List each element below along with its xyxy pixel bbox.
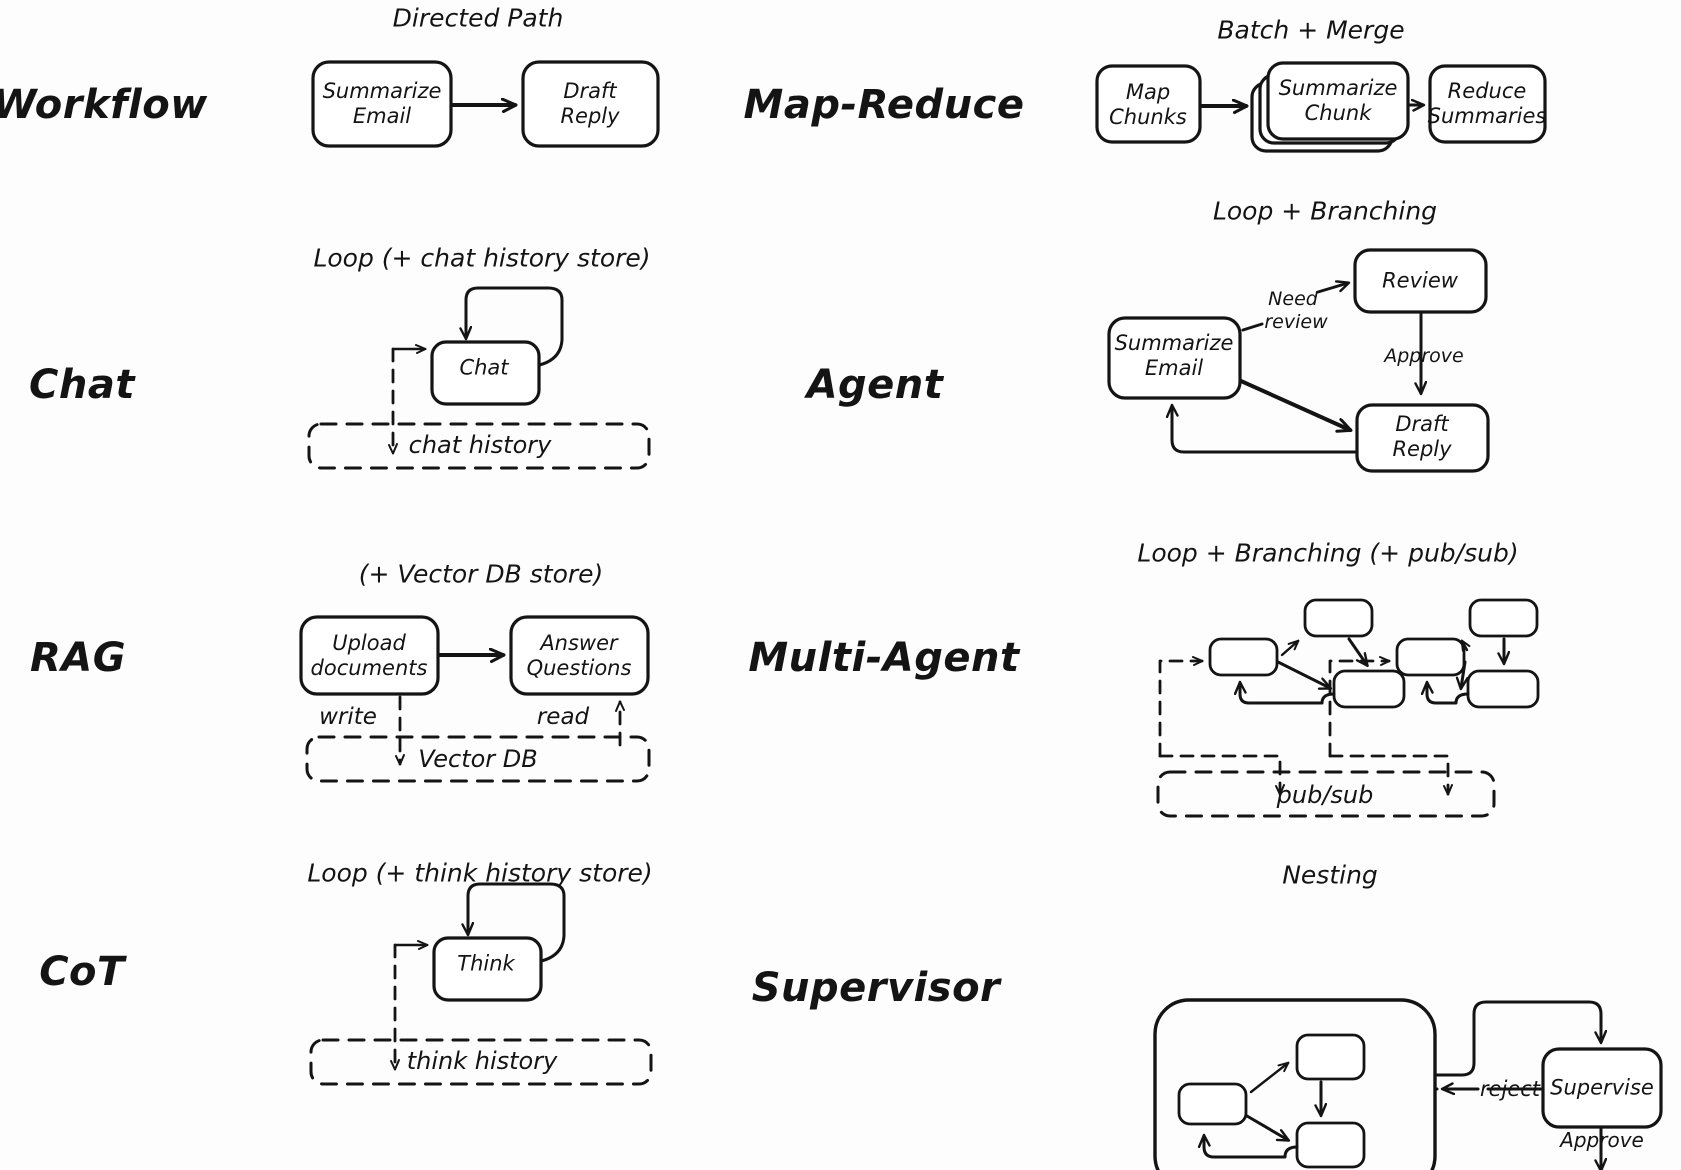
caption-loop-branching: Loop + Branching xyxy=(1212,196,1438,226)
caption-loop-think: Loop (+ think history store) xyxy=(307,858,653,888)
node-summarize-email xyxy=(311,60,453,148)
agent-cluster-b xyxy=(1328,598,1540,796)
workflow-diagram xyxy=(311,60,660,148)
edge-label-write: write xyxy=(319,704,377,730)
node-draft-reply xyxy=(521,60,660,148)
edge-label-approve-agent: Approve xyxy=(1384,345,1464,367)
edge-b-right-back xyxy=(1427,683,1470,705)
node-reduce-summaries xyxy=(1428,64,1547,144)
row-label-chat: Chat xyxy=(29,362,135,408)
edge-b-pubsub-out xyxy=(1328,754,1453,796)
caption-nesting: Nesting xyxy=(1282,860,1378,890)
edge-summarize-to-draft-agent xyxy=(1239,379,1350,430)
edge-s-left-to-bottom xyxy=(1245,1114,1288,1140)
caption-batch-merge: Batch + Merge xyxy=(1217,15,1405,45)
store-label-vector-db: Vector DB xyxy=(418,745,538,773)
store-think-history xyxy=(309,1038,653,1086)
node-a-top xyxy=(1303,598,1374,638)
edge-draft-back-to-summarize xyxy=(1172,406,1359,454)
node-map-chunks xyxy=(1095,64,1202,144)
edge-b-left-to-top xyxy=(1460,639,1471,652)
edge-label-approve-supervisor: Approve xyxy=(1560,1128,1644,1152)
edge-b-left-to-right xyxy=(1461,660,1465,688)
rag-diagram xyxy=(299,615,651,783)
edge-chat-self-loop xyxy=(466,286,564,369)
store-label-pub-sub: pub/sub xyxy=(1276,781,1374,809)
node-upload-documents xyxy=(299,615,440,696)
edge-label-review: review xyxy=(1264,311,1328,333)
supervisor-diagram xyxy=(1153,998,1663,1170)
node-s-top xyxy=(1295,1033,1366,1081)
edge-summarize-to-review xyxy=(1241,322,1264,332)
row-label-agent: Agent xyxy=(806,362,944,408)
row-label-cot: CoT xyxy=(39,949,125,995)
agent-diagram xyxy=(1107,248,1490,473)
node-summarize-chunk xyxy=(1266,61,1410,141)
edge-need-review-arrow xyxy=(1316,283,1348,294)
node-b-top xyxy=(1468,598,1539,638)
node-b-left xyxy=(1395,637,1466,677)
node-s-bottom xyxy=(1295,1121,1366,1169)
edge-a-left-to-top xyxy=(1280,639,1300,657)
store-chat-history xyxy=(307,422,651,470)
node-supervise xyxy=(1541,1047,1663,1129)
edge-a-left-to-right xyxy=(1276,660,1330,688)
row-label-map-reduce: Map-Reduce xyxy=(743,82,1025,128)
edge-think-self-loop xyxy=(468,882,566,965)
row-label-workflow: Workflow xyxy=(0,82,208,128)
edge-s-bottom-back xyxy=(1204,1136,1299,1159)
store-label-think-history: think history xyxy=(406,1047,558,1075)
edge-b-pubsub-in xyxy=(1328,656,1391,758)
caption-loop-branching-pubsub: Loop + Branching (+ pub/sub) xyxy=(1137,538,1519,568)
store-vector-db xyxy=(305,735,651,783)
edge-a-right-back xyxy=(1240,683,1336,705)
node-think xyxy=(432,936,543,1002)
store-pub-sub xyxy=(1156,770,1496,818)
node-draft-reply-agent xyxy=(1355,403,1490,473)
store-label-chat-history: chat history xyxy=(408,431,552,459)
chat-diagram xyxy=(307,286,651,470)
edge-group-to-supervise xyxy=(1435,1000,1601,1077)
caption-directed-path: Directed Path xyxy=(392,3,564,33)
node-review xyxy=(1353,248,1488,314)
node-b-right xyxy=(1466,669,1540,709)
row-label-multi-agent: Multi-Agent xyxy=(748,635,1020,681)
cot-diagram xyxy=(309,882,653,1086)
node-answer-questions xyxy=(509,615,650,696)
edge-s-left-to-top xyxy=(1249,1061,1290,1094)
node-a-left xyxy=(1208,637,1279,677)
node-summarize-email-agent xyxy=(1107,316,1242,400)
caption-loop-chat: Loop (+ chat history store) xyxy=(313,243,651,273)
node-chat xyxy=(430,340,541,406)
edge-a-pubsub-in xyxy=(1158,656,1204,758)
caption-vector-db-store: (+ Vector DB store) xyxy=(358,559,604,589)
edge-label-need: Need xyxy=(1268,288,1318,310)
node-s-left xyxy=(1177,1082,1248,1126)
row-label-rag: RAG xyxy=(29,635,127,681)
multi-agent-diagram xyxy=(1156,598,1540,818)
edge-a-pubsub-out xyxy=(1158,754,1285,796)
map-reduce-diagram xyxy=(1095,61,1547,153)
agent-cluster-a xyxy=(1158,598,1406,796)
node-a-right xyxy=(1332,669,1406,709)
row-label-supervisor: Supervisor xyxy=(751,965,1001,1011)
edge-label-reject: reject xyxy=(1479,1077,1541,1101)
edge-label-read: read xyxy=(536,704,590,730)
